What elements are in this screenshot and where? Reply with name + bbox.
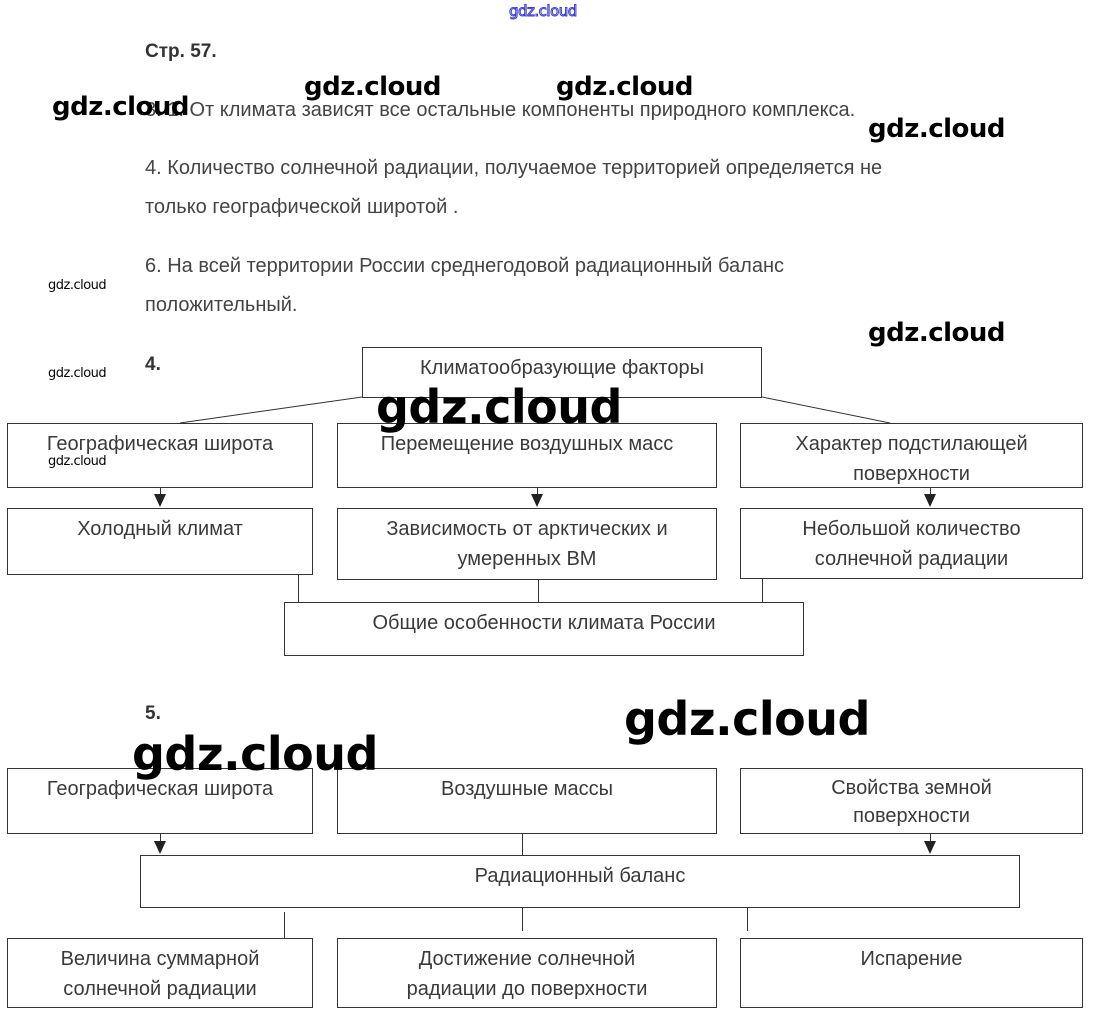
connector [537,488,538,496]
watermark: gdz.cloud [48,366,107,381]
connector [930,834,931,842]
diagram4-root-box: Климатообразующие факторы [362,347,762,398]
task4-number: 4. [145,354,161,375]
connector [762,579,763,602]
diagram4-factor-box: Географическая широта [7,423,313,488]
connector [284,912,285,938]
diagram4-factor-box: Перемещение воздушных масс [337,423,717,488]
arrow-down-icon [154,494,166,507]
diagram4-effect-box: Зависимость от арктических и умеренных В… [337,508,717,580]
watermark: gdz.cloud [132,727,378,781]
diagram4-factor-box: Характер подстилающей поверхности [740,423,1083,488]
watermark: gdz.cloud [624,692,870,746]
watermark: gdz.cloud [868,114,1006,144]
connector [747,908,748,931]
diagram4-effect-box: Небольшой количество солнечной радиации [740,508,1083,579]
answer-item-4-line1: 4. Количество солнечной радиации, получа… [145,157,883,179]
connector [522,908,523,931]
diagram5-factor-box: Воздушные массы [337,768,717,834]
watermark: gdz.cloud [52,92,190,122]
diagram5-factor-box: Свойства земной поверхности [740,768,1083,834]
connector [160,834,161,842]
connector [538,580,539,602]
diagram5-component-box: Испарение [740,938,1083,1008]
answer-item-4-line2: только географической широтой . [145,196,459,218]
arrow-down-icon [924,841,936,854]
arrow-down-icon [154,841,166,854]
watermark: gdz.cloud [868,318,1006,348]
diagram5-component-box: Достижение солнечной радиации до поверхн… [337,938,717,1008]
page-heading: Стр. 57. [145,41,217,62]
connector [160,488,161,496]
diagram4-effect-box: Холодный климат [7,508,313,575]
diagram5-factor-box: Географическая широта [7,768,313,834]
answer-item-1: 3. 1. От климата зависят все остальные к… [145,99,856,121]
diagram5-center-box: Радиационный баланс [140,855,1020,908]
watermark: gdz.cloud [48,278,107,293]
task5-number: 5. [145,703,161,724]
answer-item-6-line2: положительный. [145,294,298,316]
watermark: gdz.cloud [304,72,442,102]
arrow-down-icon [531,494,543,507]
watermark: gdz.cloud [376,380,622,434]
watermark: gdz.cloud [556,72,694,102]
diagram5-component-box: Величина суммарной солнечной радиации [7,938,313,1008]
connector [522,834,523,855]
watermark: gdz.cloud [509,2,578,21]
diagram4-result-box: Общие особенности климата России [284,602,804,656]
connector [298,575,299,602]
arrow-down-icon [924,494,936,507]
answer-item-6-line1: 6. На всей территории России среднегодов… [145,255,784,277]
connector [930,488,931,496]
watermark: gdz.cloud [48,454,107,469]
